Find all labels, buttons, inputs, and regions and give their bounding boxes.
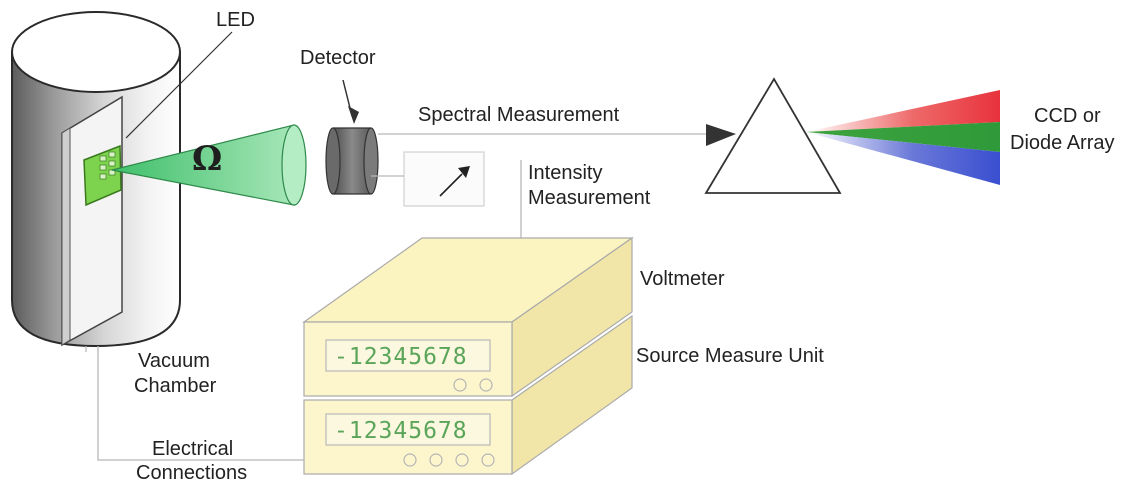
smu-label: Source Measure Unit (636, 345, 824, 367)
prism (704, 77, 842, 194)
spectral-arrowhead (706, 124, 736, 146)
intensity-label-line1: Intensity (528, 162, 602, 184)
ccd-label-line1: CCD or (1034, 105, 1101, 127)
vacuum-label-line1: Vacuum (138, 350, 210, 372)
voltmeter (302, 236, 634, 398)
source-measure-unit (303, 314, 633, 476)
spectral-label: Spectral Measurement (418, 104, 620, 126)
meter-needle-arrow (439, 166, 470, 197)
vacuum-label-line2: Chamber (134, 375, 217, 397)
voltmeter-label: Voltmeter (640, 268, 725, 290)
detector-label: Detector (300, 47, 376, 69)
ccd-label-line2: Diode Array (1010, 132, 1115, 154)
led-label: LED (216, 9, 255, 31)
intensity-label-line2: Measurement (528, 187, 651, 209)
voltmeter-display: -12345678 (334, 344, 468, 370)
electrical-wire-lower (97, 346, 304, 461)
detector-pointer-arrow (342, 79, 359, 124)
solid-angle-symbol: Ω (192, 139, 222, 179)
electrical-label-line1: Electrical (152, 438, 233, 460)
led-chip (83, 144, 122, 207)
detector (325, 127, 379, 195)
spectrum-fan (806, 90, 1000, 185)
emission-cone (111, 124, 307, 206)
smu-display: -12345678 (334, 418, 468, 444)
intensity-meter-box (403, 151, 485, 207)
led-leader-line (125, 31, 233, 139)
led-mount-plate (61, 95, 123, 347)
electrical-label-line2: Connections (136, 462, 247, 482)
